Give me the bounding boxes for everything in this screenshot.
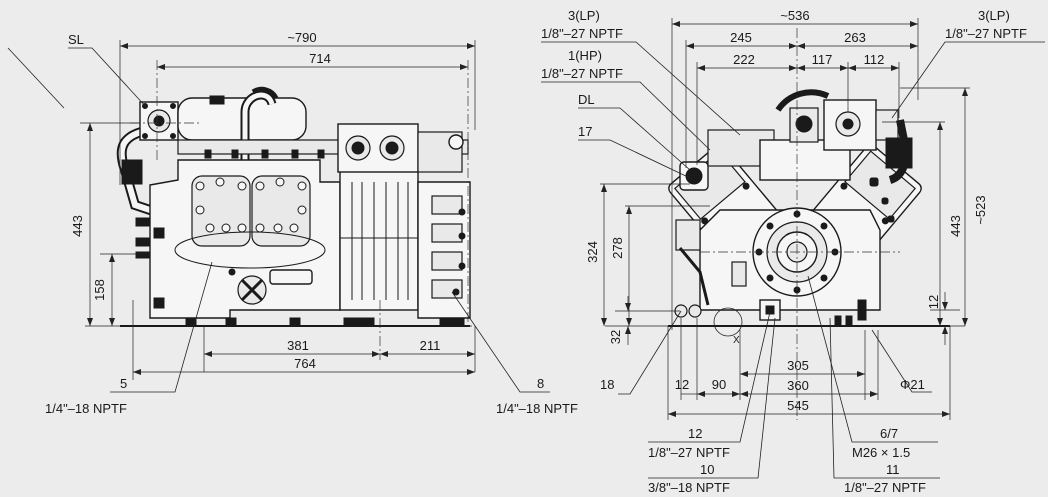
dim-width-360: 360: [787, 378, 809, 393]
dim-width-112: 112: [864, 52, 885, 67]
thread-conn-12: 1/8"–27 NPTF: [648, 445, 730, 460]
right-pipe-insulation: [885, 137, 913, 169]
dim-height-32: 32: [608, 330, 623, 344]
label-conn-3lp-left: 3(LP): [568, 8, 600, 23]
label-conn-10: 10: [700, 462, 714, 477]
dim-phi21: Φ21: [900, 377, 925, 392]
dim-width-12-bottom: 12: [675, 377, 689, 392]
dim-height-278: 278: [610, 237, 625, 259]
dim-length-211: 211: [420, 338, 441, 353]
pipe-insulation: [121, 159, 143, 185]
thread-conn-5: 1/4"–18 NPTF: [45, 401, 127, 416]
thread-conn-8: 1/4"–18 NPTF: [496, 401, 578, 416]
dim-width-117: 117: [812, 52, 833, 67]
dim-length-381: 381: [287, 338, 309, 353]
label-x: X: [733, 335, 740, 346]
dim-overall-length: ~790: [287, 30, 316, 45]
thread-conn-10: 3/8"–18 NPTF: [648, 480, 730, 495]
label-conn-5: 5: [120, 376, 127, 391]
side-view: ~790 714 443 158 381 211 764 SL 5 1/4"–1…: [7, 30, 578, 416]
thread-conn-3lp-left: 1/8"–27 NPTF: [541, 26, 623, 41]
dim-top-length: 714: [309, 51, 331, 66]
label-conn-18: 18: [600, 377, 614, 392]
feet: [185, 317, 465, 327]
detail-x-circle: [713, 307, 743, 337]
thread-m26: M26 × 1.5: [852, 445, 910, 460]
dim-width-263: 263: [844, 30, 866, 45]
thread-conn-1hp: 1/8"–27 NPTF: [541, 66, 623, 81]
label-conn-3lp-right: 3(LP): [978, 8, 1010, 23]
label-conn-12: 12: [688, 426, 702, 441]
dim-width-545: 545: [787, 398, 809, 413]
dim-width-305: 305: [787, 358, 809, 373]
dim-height-158: 158: [92, 279, 107, 301]
motor-housing: [339, 169, 419, 311]
section-line: [7, 47, 65, 109]
dim-width-245: 245: [730, 30, 752, 45]
side-connections: [135, 217, 165, 309]
dim-overall-width: ~536: [780, 8, 809, 23]
thread-conn-3lp-right: 1/8"–27 NPTF: [945, 26, 1027, 41]
label-sl: SL: [68, 32, 84, 47]
label-conn-17: 17: [578, 124, 592, 139]
label-conn-8: 8: [537, 376, 544, 391]
dim-width-90: 90: [712, 377, 726, 392]
dim-height-443: 443: [70, 215, 85, 237]
label-conn-11: 11: [886, 462, 900, 477]
thread-conn-11: 1/8"–27 NPTF: [844, 480, 926, 495]
dim-length-764: 764: [294, 356, 316, 371]
label-conn-1hp: 1(HP): [568, 48, 602, 63]
dim-height-523: ~523: [973, 195, 988, 224]
oil-pressure-switch: [675, 219, 701, 251]
dim-height-12: 12: [926, 295, 941, 309]
name-plate: [269, 269, 313, 285]
label-dl: DL: [578, 92, 595, 107]
label-conn-67: 6/7: [880, 426, 898, 441]
end-view: X ~536 245 263 222 117 112 ~523 443: [541, 8, 1045, 495]
top-pipe-arc: [775, 89, 830, 112]
dim-width-222: 222: [733, 52, 755, 67]
dim-height-324: 324: [585, 241, 600, 263]
dim-height-443-end: 443: [948, 215, 963, 237]
